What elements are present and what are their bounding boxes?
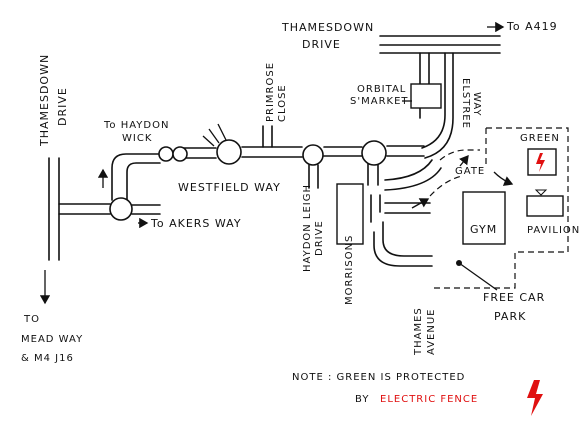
gate-dashed-path [439, 149, 480, 161]
thamesdown-drive-top-road [379, 35, 501, 54]
drive-label: DRIVE [314, 220, 325, 256]
gate-arrow [459, 154, 469, 167]
wick-label: WICK [122, 133, 152, 144]
roundabout-thames-avenue [361, 140, 387, 166]
to-haydon-label: To HAYDON [103, 120, 169, 131]
pavilion-label: PAVILION [527, 225, 580, 236]
thamesdown-top-label-2: DRIVE [302, 38, 341, 51]
lightning-bolt-icon-note [527, 380, 543, 416]
note-electric-fence: ELECTRIC FENCE [380, 394, 478, 405]
gate-dashed-path-2 [429, 175, 463, 197]
pavilion-roof-icon [534, 189, 548, 196]
note-line-1: NOTE : GREEN IS PROTECTED [292, 372, 465, 383]
westfield-way-road [181, 145, 425, 159]
free-car-label: FREE CAR [483, 291, 545, 304]
lightning-bolt-icon [536, 153, 545, 172]
curve-road [111, 153, 161, 201]
elstree-way-label: ELSTREE [460, 78, 471, 129]
avenue-label: AVENUE [426, 309, 437, 355]
primrose-label: PRIMROSE [265, 62, 276, 122]
roundabout-westfield [216, 139, 242, 165]
to-akers-way-label: To AKERS WAY [150, 217, 242, 230]
to-a419-label: To A419 [506, 20, 558, 33]
haydon-leigh-label: HAYDON LEIGH [302, 184, 313, 272]
side-roads-slanted [202, 123, 227, 147]
gym-label: GYM [470, 223, 497, 236]
thamesdown-top-label: THAMESDOWN [281, 21, 374, 34]
park-label: PARK [494, 310, 526, 323]
mead-way-label: MEAD WAY [21, 334, 83, 345]
pavilion-building [526, 195, 564, 217]
note-by: BY [355, 394, 369, 405]
thamesdown-left-label-2: DRIVE [56, 87, 69, 126]
link-road [58, 203, 161, 215]
primrose-close-road [262, 125, 273, 148]
gym-building [462, 191, 506, 245]
car-park-leader [458, 262, 498, 291]
direction-arrow-icon [493, 171, 514, 186]
morrisons-store [336, 183, 364, 245]
roundabout-haydon-wick-2 [172, 146, 188, 162]
site-boundary [432, 127, 569, 289]
roundabout-haydon-leigh [302, 144, 324, 166]
gym-access-road [384, 159, 442, 214]
elstree-way-label-2: WAY [471, 92, 482, 117]
orbital-supermarket [410, 83, 442, 109]
thamesdown-left-label: THAMESDOWN [38, 54, 51, 147]
close-label: CLOSE [277, 84, 288, 122]
thames-label: THAMES [413, 307, 424, 356]
haydon-leigh-drive-road [308, 164, 319, 189]
westfield-way-label: WESTFIELD WAY [178, 181, 281, 194]
gate-label: GATE [455, 166, 485, 177]
roundabout-haydon-wick-1 [158, 146, 174, 162]
thamesdown-drive-left-road [48, 157, 60, 261]
morrisons-label: MORRISONS [344, 235, 355, 305]
gym-entry-arrow [411, 198, 430, 209]
roundabout-akers-way [109, 197, 133, 221]
m4-j16-label: & M4 J16 [21, 353, 74, 364]
thames-avenue-road [367, 161, 433, 267]
orbital-label: ORBITAL [357, 84, 406, 95]
green-label: GREEN [520, 133, 560, 144]
smarket-label: S'MARKET [350, 96, 409, 107]
to-label: TO [23, 314, 40, 325]
